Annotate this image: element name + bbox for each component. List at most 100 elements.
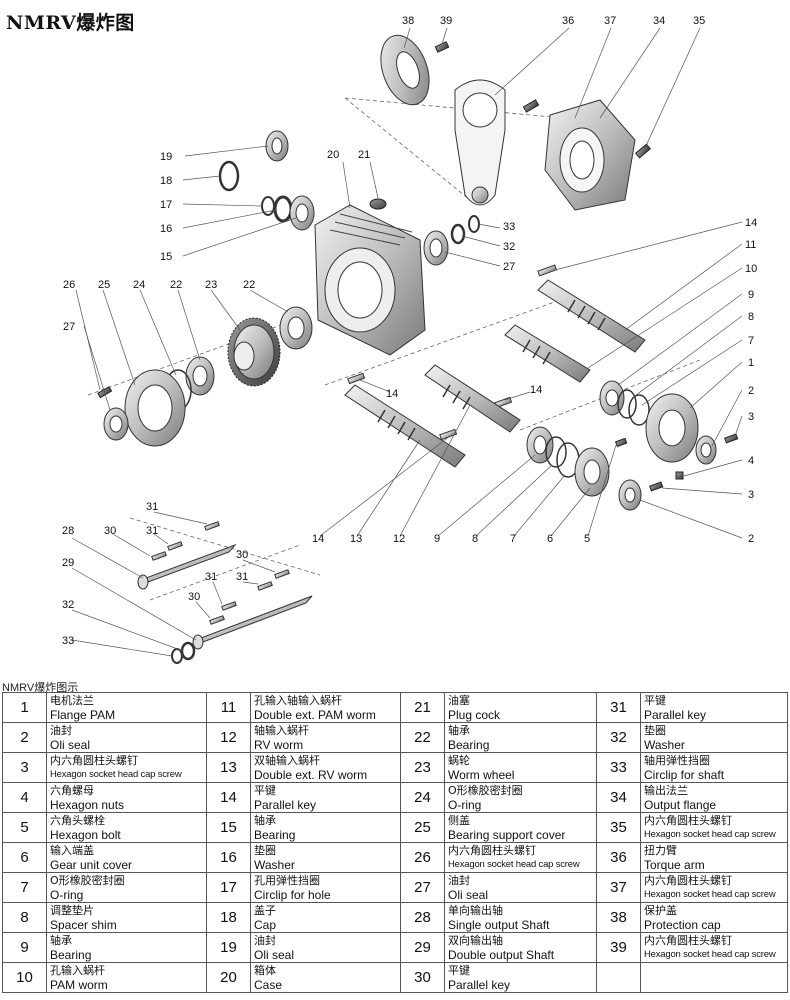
part-number: 38 xyxy=(596,902,641,933)
part-number: 19 xyxy=(206,932,251,963)
part-name-cn: 输出法兰 xyxy=(644,783,688,797)
part-number: 23 xyxy=(400,752,445,783)
part-name-cn: O形橡胶密封圈 xyxy=(50,873,125,887)
callout-27-left: 27 xyxy=(63,321,75,333)
part-name-en: Circlip for shaft xyxy=(644,767,725,782)
part-name-cn: 蜗轮 xyxy=(448,753,470,767)
part-name-en: Flange PAM xyxy=(50,707,116,722)
part-name-en: Cap xyxy=(254,917,277,932)
part-name-cn: 轴用弹性挡圈 xyxy=(644,753,710,767)
part-name-en: Oli seal xyxy=(50,737,91,752)
part-name-cn: 双向输出轴 xyxy=(448,933,503,947)
key-31-c xyxy=(221,601,237,611)
part-name-en: Output flange xyxy=(644,797,717,812)
part-number: 15 xyxy=(206,812,251,843)
callout-35: 35 xyxy=(693,15,705,27)
worm-12 xyxy=(424,364,521,433)
part-number: 34 xyxy=(596,782,641,813)
case-20 xyxy=(314,204,426,356)
part-name-cn: 孔输入轴输入蜗杆 xyxy=(254,693,342,707)
part-number: 26 xyxy=(400,842,445,873)
part-number: 11 xyxy=(206,692,251,723)
callout-9-bottom: 9 xyxy=(434,533,440,545)
callout-33-bottom: 33 xyxy=(62,635,74,647)
part-description xyxy=(640,962,788,993)
part-name-cn: 油封 xyxy=(448,873,470,887)
callout-2-bottom: 2 xyxy=(748,533,754,545)
key-31-d xyxy=(257,581,273,591)
screw-35 xyxy=(635,143,651,159)
part-name-en: Oli seal xyxy=(254,947,295,962)
callout-39: 39 xyxy=(440,15,452,27)
part-number xyxy=(596,962,641,993)
callout-22-right: 22 xyxy=(243,279,255,291)
callout-21: 21 xyxy=(358,149,370,161)
circlip-33 xyxy=(468,215,480,233)
part-name-cn: 孔输入蜗杆 xyxy=(50,963,105,977)
callout-14-top: 14 xyxy=(745,217,757,229)
part-name-en: Hexagon socket head cap screw xyxy=(50,768,182,780)
key-30-a xyxy=(151,551,167,561)
bearing-9-upper xyxy=(599,380,625,416)
part-name-en: Worm wheel xyxy=(448,767,515,782)
part-number: 13 xyxy=(206,752,251,783)
screw-37 xyxy=(522,99,540,113)
part-number: 5 xyxy=(2,812,47,843)
part-name-cn: 平键 xyxy=(254,783,276,797)
callout-4: 4 xyxy=(748,455,754,467)
part-name-en: Plug cock xyxy=(448,707,501,722)
part-number: 28 xyxy=(400,902,445,933)
callout-37: 37 xyxy=(604,15,616,27)
part-number: 31 xyxy=(596,692,641,723)
callout-3-top: 3 xyxy=(748,411,754,423)
callout-9-top: 9 xyxy=(748,289,754,301)
part-name-en: Hexagon bolt xyxy=(50,827,121,842)
callout-30-b: 30 xyxy=(236,549,248,561)
part-name-cn: 内六角圆柱头螺钉 xyxy=(50,753,138,767)
part-number: 7 xyxy=(2,872,47,903)
part-name-en: Case xyxy=(254,977,283,992)
callout-30-c: 30 xyxy=(188,591,200,603)
part-number: 39 xyxy=(596,932,641,963)
callout-38: 38 xyxy=(402,15,414,27)
part-name-cn: 输入端盖 xyxy=(50,843,94,857)
oil-seal-27-lower xyxy=(103,407,129,441)
part-name-en: Bearing xyxy=(254,827,296,842)
part-number: 24 xyxy=(400,782,445,813)
gear-unit-cover-6 xyxy=(574,447,610,497)
part-name-en: Hexagon socket head cap screw xyxy=(644,828,776,840)
output-flange-34 xyxy=(544,99,636,211)
callout-30-a: 30 xyxy=(104,525,116,537)
part-name-cn: 双轴输入蜗杆 xyxy=(254,753,320,767)
part-name-cn: 轴承 xyxy=(448,723,470,737)
part-name-cn: 侧盖 xyxy=(448,813,470,827)
part-name-en: Double output Shaft xyxy=(448,947,555,962)
part-name-cn: 保护盖 xyxy=(644,903,677,917)
part-name-cn: 油塞 xyxy=(448,693,470,707)
part-name-en: Hexagon socket head cap screw xyxy=(644,948,776,960)
part-number: 17 xyxy=(206,872,251,903)
screw-3-lower xyxy=(649,481,664,492)
callout-7-bottom: 7 xyxy=(510,533,516,545)
part-name-en: Parallel key xyxy=(254,797,317,812)
worm-wheel-23 xyxy=(227,317,281,387)
callout-7-top: 7 xyxy=(748,335,754,347)
part-number: 3 xyxy=(2,752,47,783)
